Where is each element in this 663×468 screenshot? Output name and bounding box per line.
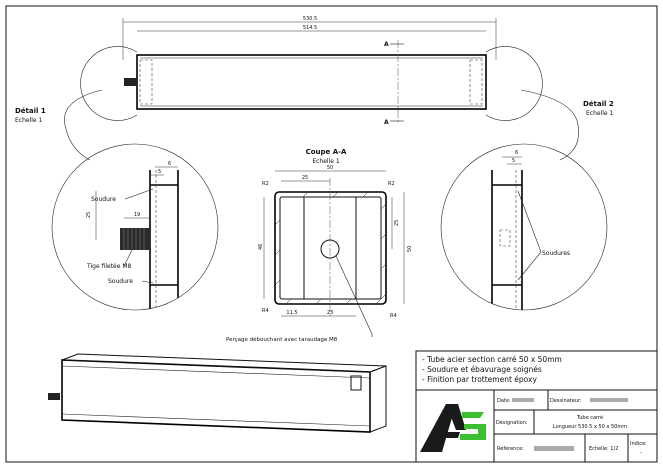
detail-1-label-rod: Tige filetée M8 xyxy=(86,263,132,270)
designation-line2: Longueur 530.5 x 50 x 50mm xyxy=(553,424,627,430)
detail-2-dim-a: 6 xyxy=(515,150,518,156)
date-label: Date: xyxy=(497,398,511,404)
section-mark-top: A xyxy=(384,41,389,48)
section-dim-right-b: 50 xyxy=(407,246,413,252)
note-3: - Finition par trottement époxy xyxy=(422,375,537,384)
notes-block: - Tube acier section carré 50 x 50mm - S… xyxy=(415,350,658,391)
detail-1-dim-b: 5 xyxy=(158,169,161,175)
section-outer xyxy=(274,191,387,305)
tube-top-view xyxy=(136,54,487,110)
detail-1-label-weld-bottom: Soudure xyxy=(108,278,133,285)
section-mark-bottom: A xyxy=(384,119,389,126)
reference-label: Référence: xyxy=(497,445,524,452)
section-scale: Echelle 1 xyxy=(312,158,340,165)
section-dim-top-inner: 25 xyxy=(302,175,308,181)
index-value: - xyxy=(640,450,642,456)
detail-2-circle xyxy=(440,143,608,311)
section-inner xyxy=(279,196,382,300)
detail-1-label-weld-top: Soudure xyxy=(91,196,116,203)
section-dim-corner-a: R2 xyxy=(262,181,269,187)
detail-2-title: Détail 2 xyxy=(583,100,614,108)
section-dim-corner-d: R4 xyxy=(390,313,397,319)
section-dim-bot-a: 11.5 xyxy=(286,310,297,316)
section-dim-bot-b: 23 xyxy=(327,310,333,316)
detail-1-title: Détail 1 xyxy=(15,107,46,115)
dim-inner: 514.5 xyxy=(303,25,317,31)
isometric-view xyxy=(48,353,387,433)
section-dim-left: 46 xyxy=(258,244,264,250)
detail-2-label-welds: Soudures xyxy=(542,250,570,257)
detail-1-dim-a: 6 xyxy=(168,161,171,167)
detail-1-circle xyxy=(51,143,219,311)
scale-label: Echelle: 1/2 xyxy=(589,446,618,452)
detail-1-dim-h: 19 xyxy=(134,212,140,218)
section-aa: Coupe A-A Echelle 1 50 25 46 25 50 11.5 xyxy=(226,148,413,343)
section-label-hole: Perçage débouchant avec taraudage M8 xyxy=(226,336,338,343)
index-label: Indice: xyxy=(630,441,647,447)
top-view: 530.5 514.5 A A xyxy=(64,16,579,161)
detail-1-threaded-rod xyxy=(120,228,150,250)
designation-label: Désignation: xyxy=(496,419,528,426)
a3-logo: A3 xyxy=(420,404,486,452)
detail-1-dim-v: 25 xyxy=(86,212,92,218)
note-1: - Tube acier section carré 50 x 50mm xyxy=(422,355,562,364)
title-block: A3 Date: Dessinateur: Désignation: Tube … xyxy=(415,389,658,463)
iso-threaded-rod xyxy=(48,393,60,400)
detail-2-dim-b: 5 xyxy=(512,158,515,164)
detail-2-scale: Echelle 1 xyxy=(586,110,614,117)
section-dim-corner-c: R4 xyxy=(262,308,269,314)
section-dim-top: 50 xyxy=(327,165,333,171)
detail-1: Détail 1 Echelle 1 6 5 25 19 Soudure xyxy=(15,107,219,311)
dim-overall: 530.5 xyxy=(303,16,317,22)
threaded-rod-stub xyxy=(124,78,137,86)
detail-1-scale: Echelle 1 xyxy=(15,117,43,124)
drawer-label: Dessinateur: xyxy=(550,398,582,404)
detail-2: Détail 2 Echelle 1 6 5 Soudures xyxy=(440,100,614,311)
section-dim-right-a: 25 xyxy=(394,220,400,226)
designation-line1: Tube carré xyxy=(576,414,603,421)
section-title: Coupe A-A xyxy=(306,148,347,156)
section-dim-corner-b: R2 xyxy=(388,181,395,187)
sheet-border xyxy=(5,5,658,463)
note-2: - Soudure et ébavurage soignés xyxy=(422,365,542,374)
